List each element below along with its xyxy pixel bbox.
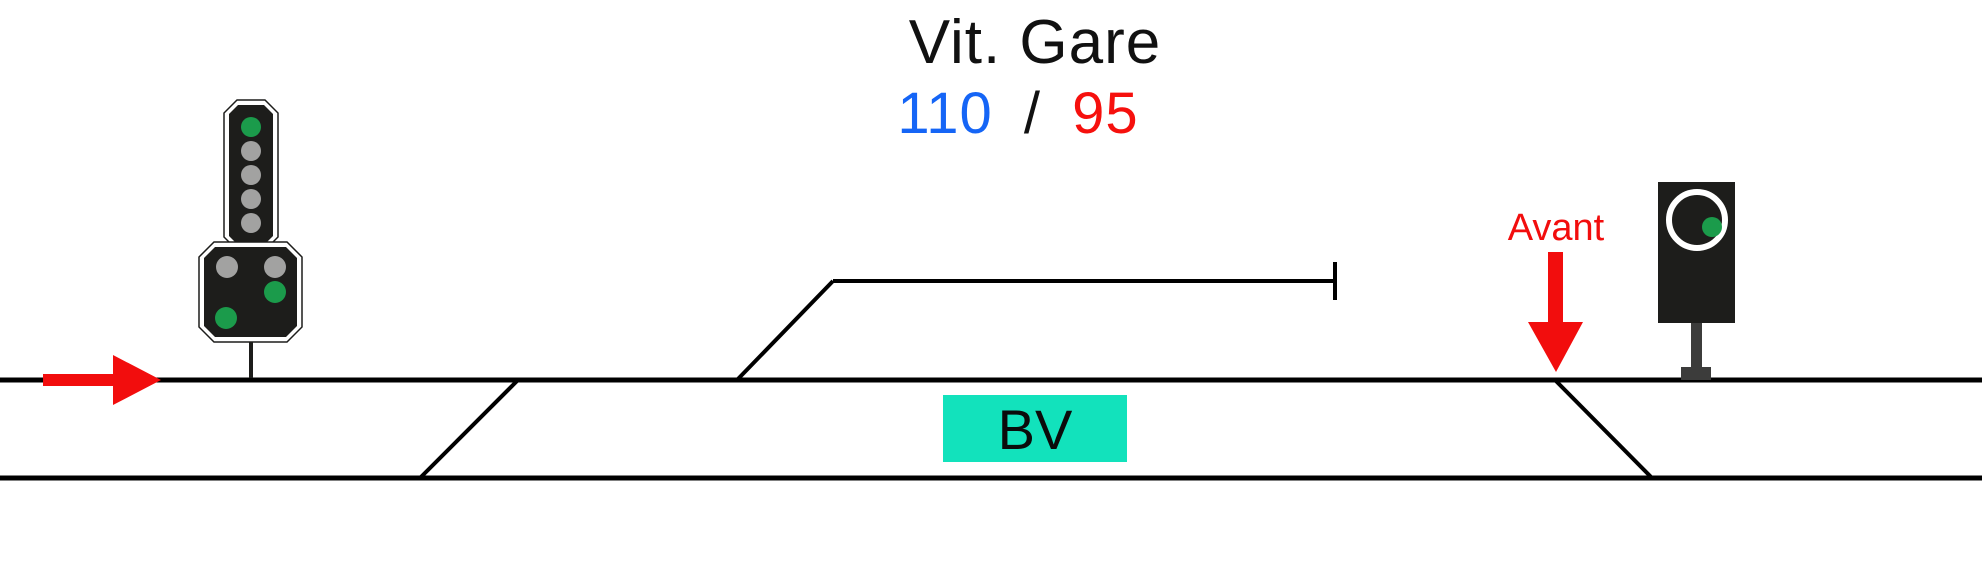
signal-light-off-icon	[216, 256, 238, 278]
diagram-title: Vit. Gare	[909, 8, 1162, 77]
signal-lamp-ring-icon	[1666, 189, 1728, 251]
right-signal-body	[1658, 182, 1735, 323]
right-signal-base	[1681, 367, 1711, 380]
signal-lamp-green-icon	[1702, 217, 1722, 237]
signal-light-off-icon	[241, 141, 261, 161]
station-building-box	[943, 395, 1127, 462]
signal-light-off-icon	[241, 213, 261, 233]
left-crossover-switch	[418, 378, 520, 480]
speed-separator: /	[1024, 81, 1041, 146]
siding-switch	[735, 279, 835, 382]
signal-light-off-icon	[241, 189, 261, 209]
signal-light-green-icon	[215, 307, 237, 329]
avant-label: Avant	[1508, 207, 1605, 249]
speed-diverging-track: 95	[1072, 81, 1139, 146]
speed-main-track: 110	[897, 81, 992, 146]
signal-light-green-icon	[264, 281, 286, 303]
right-crossover-switch	[1553, 378, 1654, 480]
right-signal-post	[1691, 322, 1702, 368]
avant-down-arrow-icon	[1528, 252, 1583, 372]
signal-light-off-icon	[241, 165, 261, 185]
station-building-label: BV	[998, 398, 1073, 461]
signal-light-off-icon	[264, 256, 286, 278]
signal-light-green-icon	[241, 117, 261, 137]
train-direction-arrow-icon	[43, 355, 161, 405]
left-signal	[198, 99, 303, 378]
right-signal	[1658, 182, 1735, 380]
speed-limits: 110 / 95	[897, 81, 1138, 146]
